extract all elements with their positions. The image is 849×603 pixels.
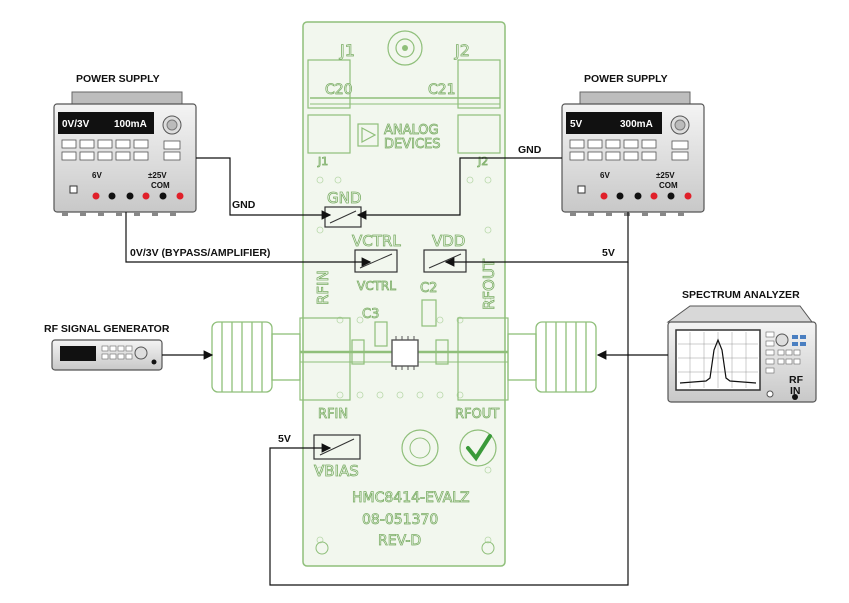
- connection-wires: [125, 157, 668, 586]
- gnd-left-label: GND: [232, 199, 256, 211]
- right-terminals[interactable]: [600, 192, 692, 200]
- vctrl-silkscreen-small: VCTRL: [357, 279, 396, 293]
- spectrum-analyzer-title: SPECTRUM ANALYZER: [682, 289, 800, 301]
- wire-gnd-right: [356, 157, 562, 220]
- brand-line1: ANALOG: [384, 123, 439, 138]
- rf-in-label-line2: IN: [790, 385, 801, 397]
- part-number: HMC8414-EVALZ: [352, 490, 470, 506]
- analog-devices-logo: ANALOG DEVICES: [357, 123, 441, 152]
- compliance-mark: [401, 429, 439, 467]
- siggen-knob[interactable]: [134, 346, 148, 360]
- rfin-vertical-label: RFIN: [314, 270, 332, 305]
- vdd-silkscreen: VDD: [432, 232, 465, 250]
- vctrl-test-point: [354, 249, 398, 273]
- wire-vctrl: [125, 212, 372, 267]
- left-power-switch[interactable]: [69, 185, 78, 194]
- power-supply-right-title: POWER SUPPLY: [584, 73, 668, 85]
- gnd-right-label: GND: [518, 144, 542, 156]
- left-6v-label: 6V: [92, 171, 102, 180]
- power-supply-left-title: POWER SUPPLY: [76, 73, 160, 85]
- j1-bottom-label: J1: [317, 155, 328, 168]
- j2-bottom-label: J2: [477, 155, 488, 168]
- siggen-display: [60, 346, 96, 361]
- checkmark-icon: [466, 434, 492, 462]
- rf-cables: [211, 321, 597, 393]
- right-current-readout: 300mA: [620, 119, 653, 130]
- j2-header: [457, 59, 501, 109]
- right-6v-label: 6V: [600, 171, 610, 180]
- rfout-label: RFOUT: [455, 407, 499, 422]
- brand-line2: DEVICES: [384, 137, 441, 152]
- rf-in-label-line1: RF: [789, 374, 804, 386]
- pcb-number: 08-051370: [362, 512, 438, 528]
- j1-label: J1: [339, 41, 355, 60]
- rf-signal-generator: RF SIGNAL GENERATOR: [44, 323, 170, 371]
- left-com-label: COM: [151, 181, 170, 190]
- right-power-switch[interactable]: [577, 185, 586, 194]
- vbias-wire-label: 5V: [278, 433, 291, 445]
- left-terminals[interactable]: [92, 192, 184, 200]
- left-voltage-readout: 0V/3V: [62, 119, 90, 130]
- j2-label: J2: [454, 41, 470, 60]
- j1-header: [307, 59, 351, 109]
- vbias-test-point: [313, 434, 361, 460]
- power-supply-left: POWER SUPPLY 0V/3V 100mA 6V ±25V COM: [53, 73, 197, 216]
- signal-generator-title: RF SIGNAL GENERATOR: [44, 323, 170, 335]
- vdd-test-point: [423, 249, 467, 273]
- rf-in-port[interactable]: [792, 394, 798, 400]
- left-lcd: [58, 112, 154, 134]
- vctrl-silkscreen: VCTRL: [352, 232, 401, 250]
- rfout-vertical-label: RFOUT: [480, 258, 498, 310]
- spectrum-analyzer: SPECTRUM ANALYZER RF IN: [666, 289, 817, 403]
- c2-label: C2: [420, 281, 437, 296]
- sma-top-connector: [387, 30, 423, 66]
- siggen-keypad[interactable]: [101, 345, 133, 360]
- pcb-outline: [302, 21, 506, 567]
- vdd-wire-label: 5V: [602, 247, 615, 259]
- right-25v-label: ±25V: [656, 171, 675, 180]
- right-keypad[interactable]: [569, 139, 689, 161]
- revision: REV-D: [378, 533, 421, 549]
- power-supply-right: POWER SUPPLY 5V 300mA 6V ±25V COM: [561, 73, 705, 216]
- c21-label: C21: [428, 82, 456, 98]
- gnd-silkscreen: GND: [327, 189, 361, 207]
- rfin-label: RFIN: [318, 407, 348, 422]
- vbias-silkscreen: VBIAS: [314, 462, 359, 480]
- c3-label: C3: [362, 307, 379, 322]
- right-com-label: COM: [659, 181, 678, 190]
- wire-gnd-left: [196, 157, 332, 220]
- left-current-readout: 100mA: [114, 119, 147, 130]
- analyzer-knob[interactable]: [775, 333, 789, 347]
- right-voltage-readout: 5V: [570, 119, 583, 130]
- hmc8414-chip: [391, 339, 419, 367]
- left-25v-label: ±25V: [148, 171, 167, 180]
- wire-vbias: [269, 262, 629, 586]
- c20-label: C20: [325, 82, 353, 98]
- analyzer-keypad[interactable]: [765, 331, 801, 374]
- via-pattern: [316, 176, 492, 544]
- vctrl-wire-label: 0V/3V (BYPASS/AMPLIFIER): [130, 247, 270, 259]
- spectrum-trace: [679, 338, 757, 384]
- right-lcd: [566, 112, 662, 134]
- pass-seal: [459, 429, 497, 467]
- eval-board: J1 J2 C20 C21 J1 J2 ANALOG DEVICES GND V…: [299, 21, 509, 567]
- left-keypad[interactable]: [61, 139, 181, 161]
